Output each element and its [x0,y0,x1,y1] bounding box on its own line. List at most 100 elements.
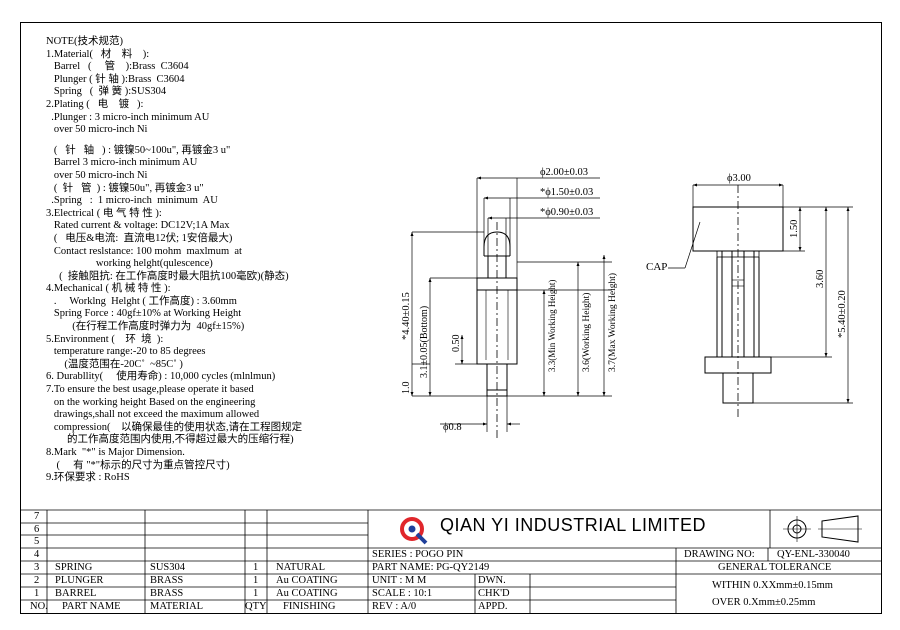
note-line: Barrel 3 micro-inch minimum AU [46,157,198,169]
note-line: 3.Electrical ( 电 气 特 性 ): [46,207,162,219]
note-line: over 50 micro-inch Ni [46,169,148,181]
revision: REV : A/0 [372,601,417,612]
bom-material: SUS304 [150,562,186,573]
bom-material: BRASS [150,588,184,599]
left-view-dimensions [410,176,612,432]
note-line: 8.Mark "*" is Major Dimension. [46,447,185,458]
chkd-label: CHK'D [478,588,510,599]
note-line: ( 有 "*"标示的尺寸为重点管控尺寸) [46,459,230,471]
bom-material: BRASS [150,575,184,586]
note-line: 的工作高度范围内使用,不得超过最大的压缩行程) [46,434,294,446]
technical-notes: NOTE(技术规范)1.Material( 材 料 ): Barrel ( 管 … [46,36,302,485]
bom-row-number: 6 [34,524,40,535]
note-line: 5.Environment ( 环 境 ): [46,333,164,345]
bom-qty: 1 [253,588,259,599]
header-no: NO. [30,601,48,612]
note-line: Spring ( 弹 簧 ):SUS304 [46,86,167,98]
scale: SCALE : 10:1 [372,588,433,599]
dim-10: 1.0 [401,382,412,395]
note-line: ( 针 轴 ) : 镀镍50~100u", 再镀金3 u" [46,144,231,156]
company-logo [400,517,428,545]
note-line: (在行程工作高度时弹力为 40gf±15%) [46,321,245,333]
note-line: NOTE(技术规范) [46,36,123,47]
note-line: .Plunger : 3 micro-inch minimum AU [46,111,210,123]
note-line: compression( 以确保最佳的使用状态,请在工程图规定 [46,421,303,433]
bom-part-name: BARREL [55,588,97,599]
note-line: Barrel ( 管 ):Brass C3604 [46,61,189,73]
bom-row-number: 7 [34,511,40,522]
pogo-pin-left-view [476,222,518,440]
drawing-frame [20,22,882,614]
cap-label: CAP [646,261,667,273]
note-line: 7.To ensure the best usage,please operat… [46,384,254,396]
bom-qty: 1 [253,575,259,586]
note-line: ( 针 管 ) : 镀镍50u", 再镀金3 u" [46,182,204,194]
bom-row-number: 3 [34,562,40,573]
note-line: 6. Durabllity( 使用寿命) : 10,000 cycles (ml… [46,371,276,383]
note-line: on the working height Based on the engin… [46,396,256,408]
drawing-no-label: DRAWING NO: [684,549,755,560]
title-block-lines [20,509,882,614]
bom-qty: 1 [253,562,259,573]
note-line: (温度范围在-20C˚ ~85C˚ ) [46,358,183,370]
general-tolerance: GENERAL TOLERANCE [718,562,832,573]
unit: UNIT : M M [372,575,427,586]
header-finishing: FINISHING [283,601,336,612]
note-line: Plunger ( 针 轴 ):Brass C3604 [46,73,185,85]
bom-part-name: PLUNGER [55,575,104,586]
company-name: QIAN YI INDUSTRIAL LIMITED [440,515,707,535]
note-line: Rated current & voltage: DC12V;1A Max [46,220,230,232]
note-line: 4.Mechanical ( 机 械 特 性 ): [46,283,171,295]
note-line: 2.Plating ( 电 镀 ): [46,98,144,110]
dim-050: 0.50 [451,335,462,353]
dim-plunger-diameter: *ϕ0.90±0.03 [540,207,593,218]
dim-cap-diameter: ϕ3.00 [727,173,751,184]
note-line: 9.环保要求 : RoHS [46,472,130,484]
dim-min-working-height: 3.3(Min Working Height) [547,280,557,372]
projection-symbol [783,515,862,543]
series: SERIES : POGO PIN [372,549,464,560]
dim-150: 1.50 [789,220,800,238]
note-line: Spring Force : 40gf±10% at Working Heigh… [46,308,242,320]
bom-row-number: 1 [34,588,40,599]
tolerance-within: WITHIN 0.XXmm±0.15mm [712,580,833,591]
bom-finishing: NATURAL [276,562,325,573]
dim-barrel-diameter: ϕ2.00±0.03 [540,167,588,178]
bom-row-number: 5 [34,536,40,547]
note-line: working helght(qulescence) [46,258,213,270]
appd-label: APPD. [478,601,508,612]
dwn-label: DWN. [478,575,506,586]
dim-bottom: 3.1±0.05(Bottom) [419,306,430,378]
note-line: Contact reslstance: 100 mohm maxlmum at [46,245,242,257]
note-line: temperature range:-20 to 85 degrees [46,346,206,358]
bom-row-number: 4 [34,549,40,560]
note-line: drawings,shall not exceed the maximum al… [46,409,260,421]
bom-finishing: Au COATING [276,575,338,586]
dim-tail-diameter: ϕ0.8 [443,422,462,433]
dim-overall-right: *5.40±0.20 [837,290,848,338]
dim-working-height: 3.6(Working Height) [581,293,592,372]
pogo-pin-right-view [692,185,784,420]
part-name: PART NAME: PG-QY2149 [372,562,490,573]
header-material: MATERIAL [150,601,204,612]
bom-row-number: 2 [34,575,40,586]
bom-part-name: SPRING [55,562,93,573]
note-line: ( 接触阻抗: 在工作高度时最大阻抗100毫欧)(静态) [46,270,289,282]
header-qty: QTY [245,601,267,612]
header-part-name: PART NAME [62,601,121,612]
right-view-dimensions [668,183,853,404]
note-line: 1.Material( 材 料 ): [46,48,150,60]
tolerance-over: OVER 0.Xmm±0.25mm [712,597,816,608]
note-line: . Worklng Helght ( 工作高度) : 3.60mm [46,295,237,307]
dim-overall-left: *4.40±0.15 [401,292,412,340]
dim-max-working-height: 3.7(Max Working Height) [607,273,618,372]
dim-360: 3.60 [815,270,826,288]
note-line: .Spring : 1 micro-inch minimum AU [46,195,218,207]
drawing-no: QY-ENL-330040 [777,549,850,560]
note-line: over 50 micro-inch Ni [46,124,148,136]
dim-flange-diameter: *ϕ1.50±0.03 [540,187,593,198]
bom-finishing: Au COATING [276,588,338,599]
note-line: ( 电压&电流: 直流电12伏; 1安倍最大) [46,232,233,244]
